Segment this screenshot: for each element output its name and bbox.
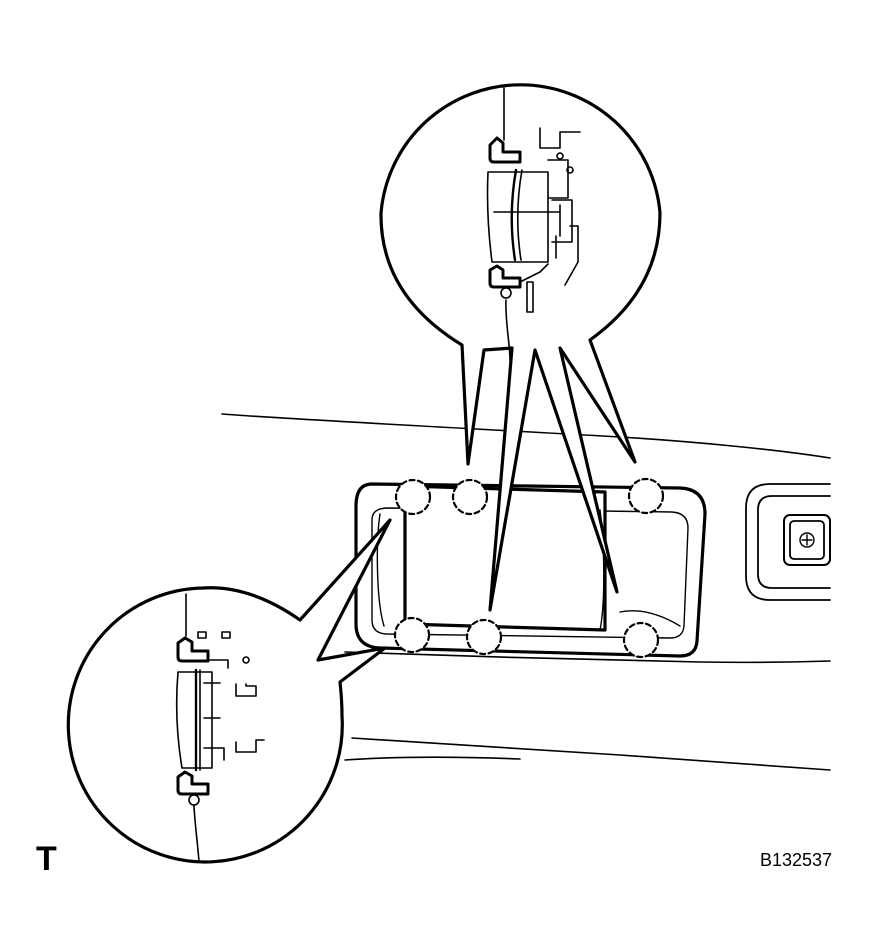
- clip-markers: [393, 477, 665, 659]
- detail-callout-top: [379, 83, 662, 612]
- armrest-bezel: [354, 482, 707, 658]
- clip-top-1: [394, 478, 432, 516]
- clip-bottom-3: [622, 621, 660, 659]
- view-letter: T: [36, 840, 57, 878]
- figure-code: B132537: [760, 850, 833, 870]
- screw-icon: [799, 532, 815, 548]
- switch-panel: [745, 483, 831, 601]
- clip-bottom-2: [465, 618, 503, 656]
- clip-top-2: [451, 478, 489, 516]
- clip-top-3: [627, 477, 665, 515]
- detail-callout-bottom-left: [66, 518, 392, 864]
- clip-bottom-1: [393, 616, 431, 654]
- door-trim-lines: [221, 413, 831, 771]
